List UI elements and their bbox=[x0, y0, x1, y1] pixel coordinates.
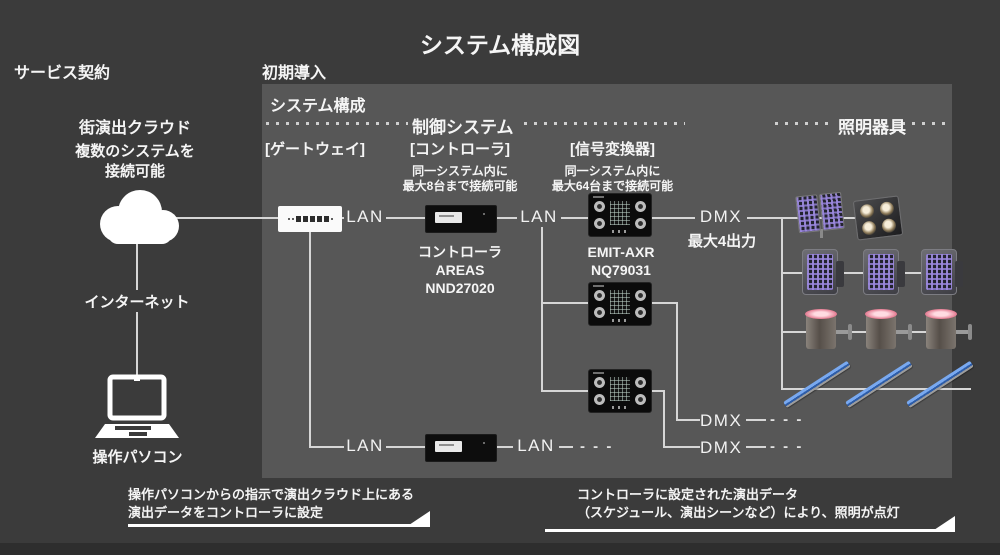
gateway-bracket-label: [ゲートウェイ] bbox=[265, 141, 365, 158]
led-panel-light-icon bbox=[795, 191, 845, 242]
controller-device-icon bbox=[425, 205, 497, 233]
dmx2-continue-dashes: - - - bbox=[770, 411, 804, 428]
controller-note-1: 同一システム内に bbox=[412, 164, 508, 178]
footer-left-arrowhead bbox=[406, 511, 430, 527]
up-light-icon bbox=[805, 309, 854, 351]
converter3-out-line bbox=[650, 390, 665, 392]
lights-row3-line bbox=[781, 331, 938, 333]
dotted-line bbox=[266, 122, 408, 125]
par-light-icon bbox=[863, 249, 905, 301]
par-light-icon bbox=[921, 249, 963, 301]
converter-note-1: 同一システム内に bbox=[564, 164, 661, 178]
converter2-feed-line bbox=[541, 302, 588, 304]
converter-note-2: 最大64台まで接続可能 bbox=[551, 179, 674, 193]
internet-label: インターネット bbox=[83, 290, 191, 312]
panel-title: システム構成 bbox=[270, 98, 366, 115]
footer-right-arrow-line bbox=[545, 529, 955, 532]
cloud-title: 街演出クラウド bbox=[78, 120, 191, 137]
footer-right-line-2: （スケジュール、演出シーンなど）により、照明が点灯 bbox=[577, 505, 900, 520]
lan-label-2: LAN bbox=[517, 207, 561, 227]
converter2-down-line bbox=[676, 302, 678, 421]
converter3-down-line bbox=[663, 390, 665, 448]
converter-bracket-label: [信号変換器] bbox=[570, 141, 655, 158]
footer-right-arrowhead bbox=[931, 516, 955, 532]
lighting-branch-line bbox=[781, 217, 783, 390]
dmx2-stub-line bbox=[746, 419, 766, 421]
dotted-line bbox=[902, 122, 948, 125]
cloud-note-1: 複数のシステムを bbox=[75, 143, 195, 160]
converter3-dmx-line bbox=[663, 446, 700, 448]
lan-label-4: LAN bbox=[513, 436, 559, 456]
dmx-label-1: DMX bbox=[695, 207, 747, 227]
gateway-down-line bbox=[309, 232, 311, 448]
dotted-line bbox=[775, 122, 834, 125]
signal-converter-device-icon bbox=[588, 369, 652, 413]
cloud-icon bbox=[88, 186, 184, 248]
footer-right-line-1: コントローラに設定された演出データ bbox=[577, 487, 799, 502]
lights-row2-line bbox=[781, 272, 936, 274]
controller-note-2: 最大8台まで接続可能 bbox=[402, 179, 518, 193]
dmx-label-2: DMX bbox=[700, 411, 743, 430]
bar-light-icon bbox=[845, 360, 913, 412]
footer-left-line-1: 操作パソコンからの指示で演出クラウド上にある bbox=[128, 487, 415, 502]
pc-label: 操作パソコン bbox=[92, 449, 183, 466]
footer-left-arrow-line bbox=[128, 524, 430, 527]
flood-light-icon bbox=[852, 195, 904, 241]
lighting-fixtures-label: 照明器具 bbox=[838, 118, 906, 137]
lan-label-3: LAN bbox=[344, 436, 386, 456]
laptop-icon bbox=[93, 374, 181, 442]
controller-name-1: コントローラ AREAS bbox=[418, 244, 502, 278]
footer-left-line-2: 演出データをコントローラに設定 bbox=[128, 505, 324, 520]
converter3-feed-line bbox=[541, 390, 588, 392]
bottom-strip bbox=[0, 543, 1000, 555]
dmx3-continue-dashes: - - - bbox=[770, 438, 804, 455]
signal-converter-device-icon bbox=[588, 193, 652, 237]
converter2-out-line bbox=[650, 302, 678, 304]
converter-name-2: NQ79031 bbox=[591, 262, 651, 278]
initial-deployment-label: 初期導入 bbox=[262, 65, 327, 82]
converter-branch-line bbox=[541, 217, 543, 392]
controller-name-2: NND27020 bbox=[425, 280, 495, 296]
converter-name-1: EMIT-AXR bbox=[587, 244, 655, 260]
dotted-line bbox=[524, 122, 685, 125]
bar-light-icon bbox=[906, 360, 974, 412]
converter2-dmx-line bbox=[676, 419, 700, 421]
lan-label-1: LAN bbox=[344, 207, 386, 227]
signal-converter-device-icon bbox=[588, 282, 652, 326]
dmx3-stub-line bbox=[746, 446, 766, 448]
dmx-note-label: 最大4出力 bbox=[687, 233, 757, 250]
par-light-icon bbox=[802, 249, 844, 301]
up-light-icon bbox=[865, 309, 914, 351]
internet-connection-line bbox=[136, 244, 138, 384]
controller-device-icon bbox=[425, 434, 497, 462]
control-system-label: 制御システム bbox=[412, 118, 514, 137]
controller-bracket-label: [コントローラ] bbox=[410, 141, 510, 158]
cloud-note-2: 接続可能 bbox=[104, 163, 165, 180]
page-title: システム構成図 bbox=[419, 32, 581, 58]
dmx-label-3: DMX bbox=[700, 438, 743, 457]
lan-continue-dashes: - - - bbox=[580, 438, 614, 455]
gateway-device-icon bbox=[278, 206, 342, 232]
service-contract-label: サービス契約 bbox=[14, 65, 111, 82]
bar-light-icon bbox=[783, 360, 851, 412]
up-light-icon bbox=[925, 309, 974, 351]
